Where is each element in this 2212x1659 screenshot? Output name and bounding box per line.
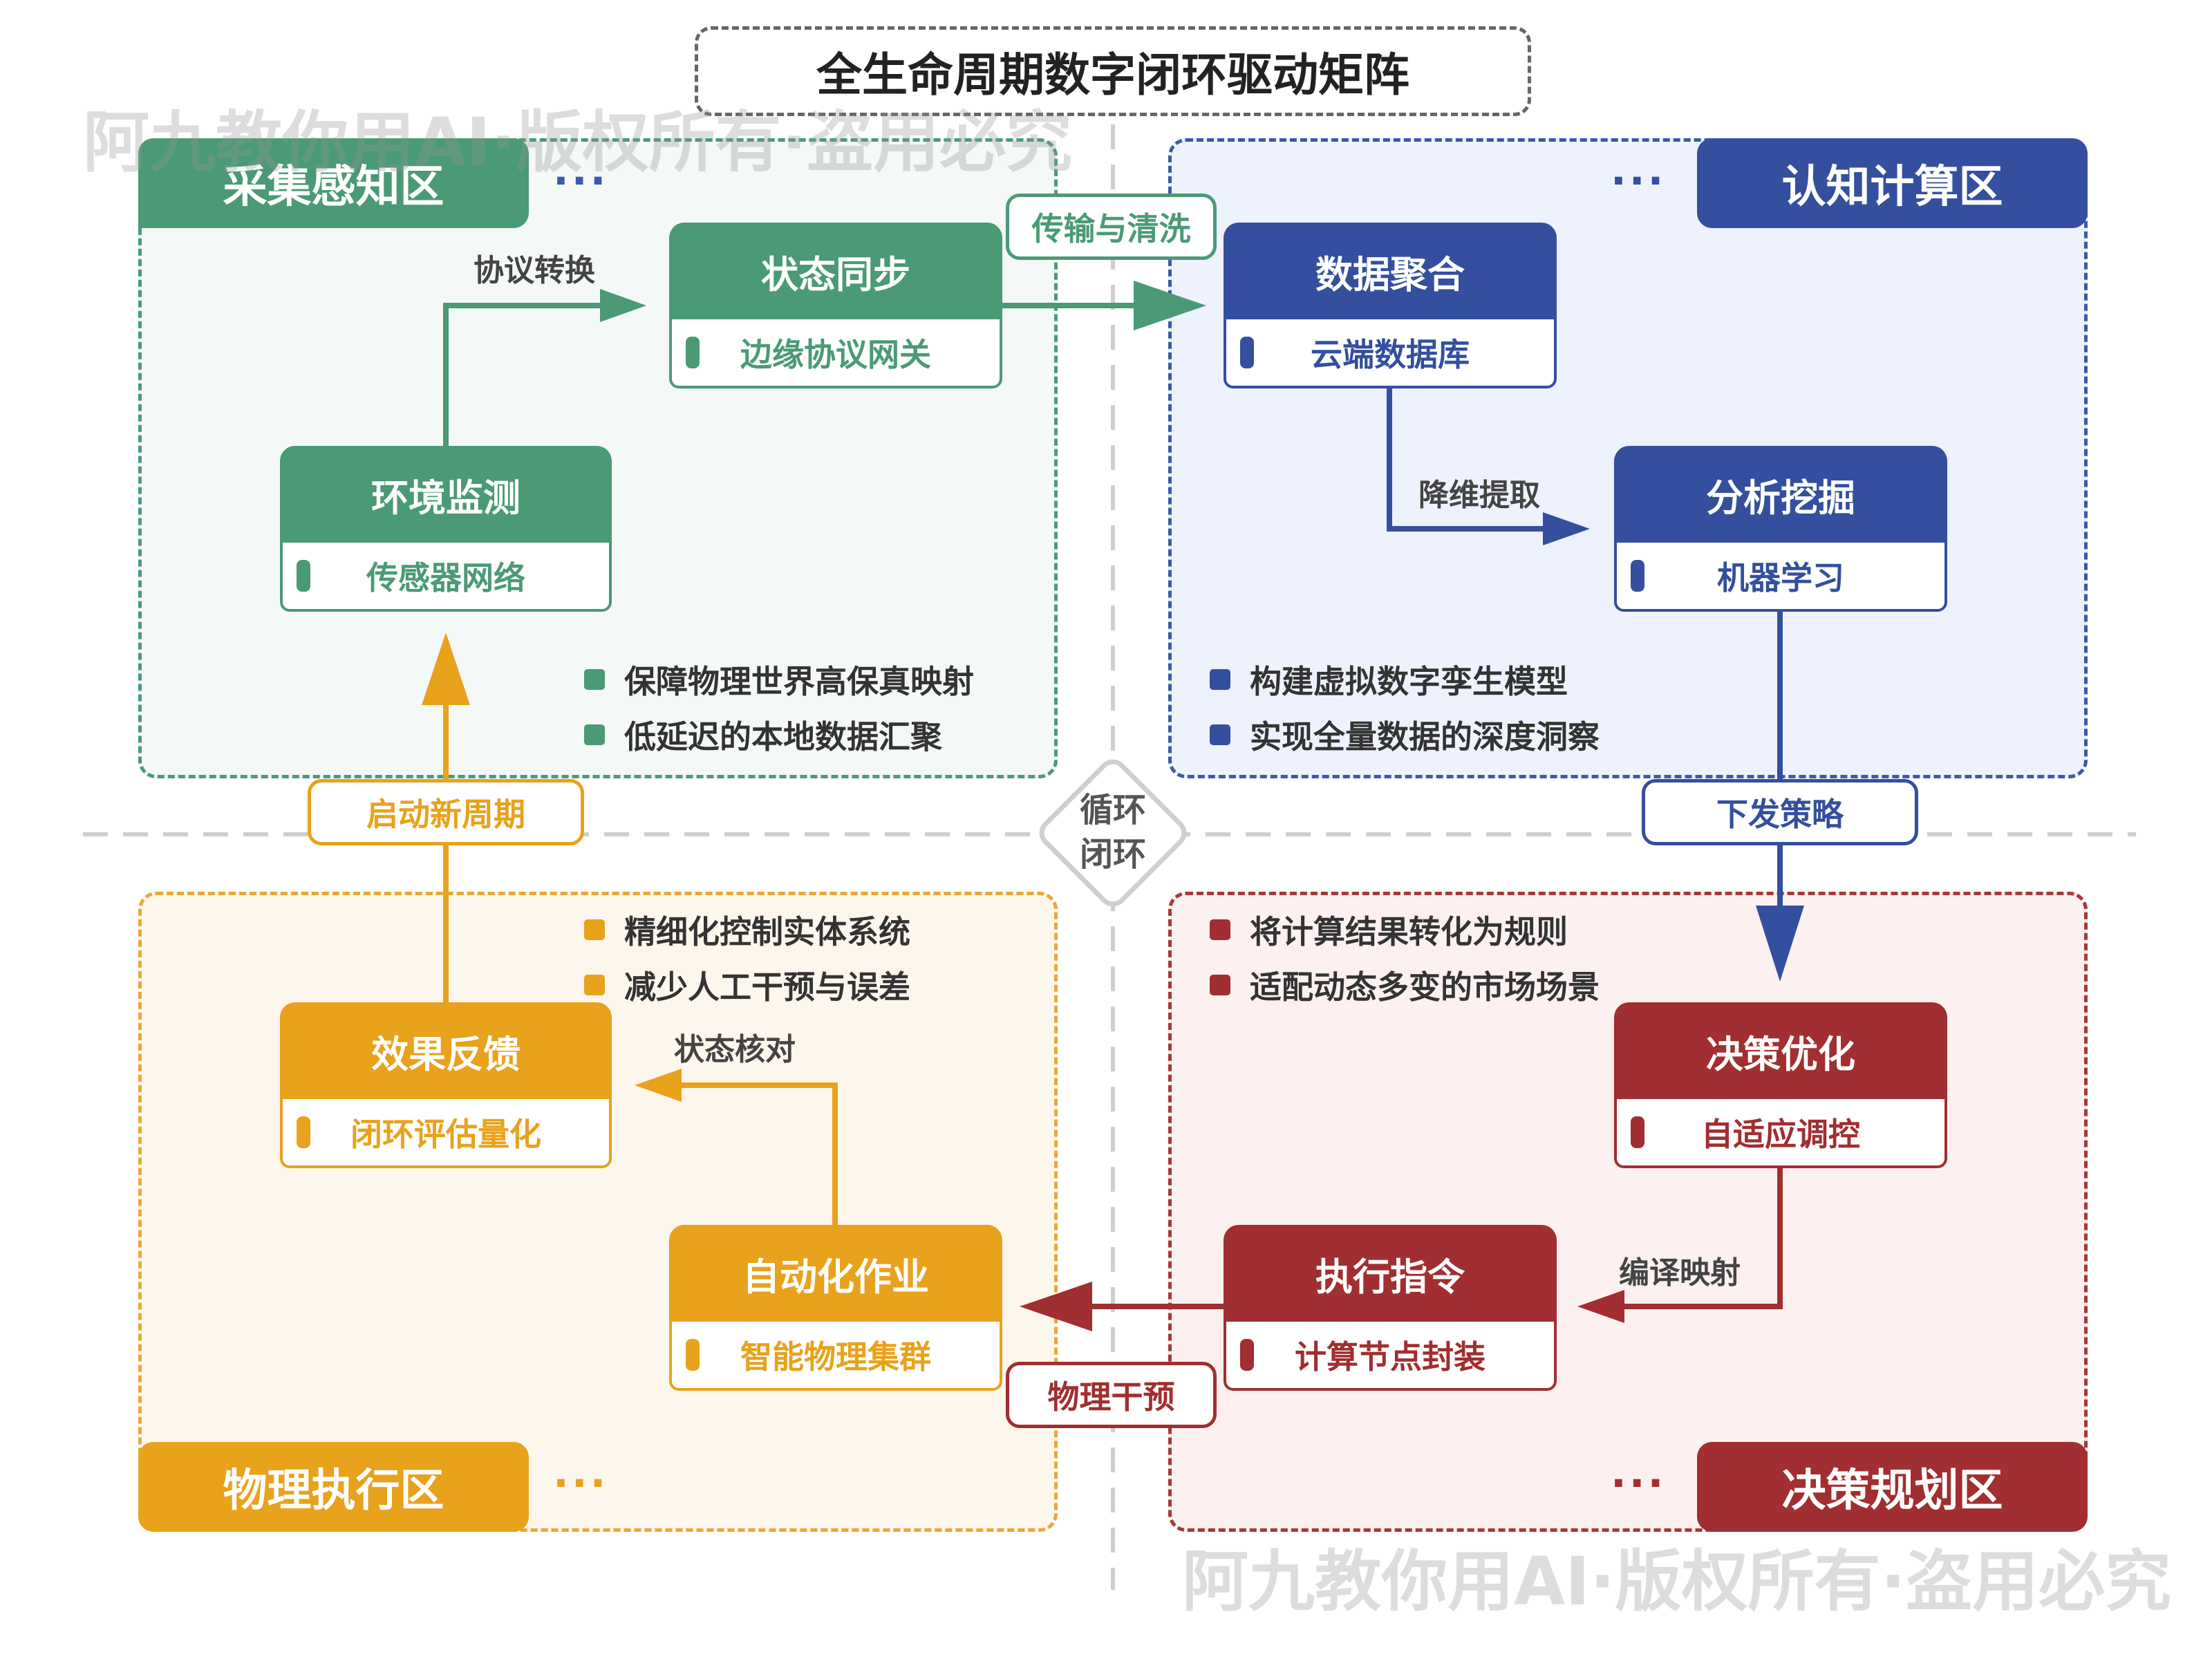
node-auto-ops-sub: 智能物理集群 — [669, 1322, 1002, 1391]
arrow-transfer-head — [1134, 281, 1206, 330]
bullet-decide-2: 适配动态多变的市场场景 — [1210, 962, 1600, 1008]
zone-dots-execute: ··· — [553, 1459, 609, 1508]
node-analysis: 分析挖掘 — [1614, 446, 1947, 543]
tag-tick — [1240, 337, 1254, 368]
watermark-bottom: 阿九教你用AI·版权所有·盗用必究 — [1182, 1543, 2171, 1620]
edge-label-protocol: 协议转换 — [474, 253, 595, 288]
edge-label-state-check: 状态核对 — [674, 1032, 796, 1067]
arrow-reduce — [1387, 387, 1559, 532]
arrow-intervene-head — [1020, 1282, 1092, 1331]
arrow-state-check-head — [635, 1069, 682, 1102]
node-analysis-sub: 机器学习 — [1614, 543, 1947, 612]
arrow-reduce-head — [1543, 512, 1590, 545]
zone-dots-compute: ··· — [1611, 157, 1667, 205]
bridge-restart: 启动新周期 — [308, 779, 584, 845]
node-decision-opt-sub-label: 自适应调控 — [1701, 1116, 1860, 1153]
arrow-state-check — [667, 1082, 838, 1227]
node-analysis-sub-label: 机器学习 — [1717, 559, 1844, 597]
center-diamond — [1039, 759, 1187, 907]
node-state-sync: 状态同步 — [669, 223, 1002, 319]
bullet-text: 实现全量数据的深度洞察 — [1250, 718, 1600, 756]
zone-decide — [1168, 892, 2088, 1532]
node-state-sync-sub: 边缘协议网关 — [669, 319, 1002, 388]
bullet-sense-2: 低延迟的本地数据汇聚 — [584, 712, 942, 758]
node-exec-cmd: 执行指令 — [1224, 1225, 1557, 1322]
bullet-text: 精细化控制实体系统 — [624, 913, 910, 950]
zone-dots-sense: ··· — [553, 157, 609, 205]
zone-execute — [138, 892, 1058, 1532]
tag-tick — [1631, 560, 1644, 592]
bullet-compute-2: 实现全量数据的深度洞察 — [1210, 712, 1600, 758]
zone-label-decide: 决策规划区 — [1697, 1442, 2088, 1532]
bullet-text: 将计算结果转化为规则 — [1250, 913, 1568, 950]
node-decision-opt-sub: 自适应调控 — [1614, 1099, 1947, 1168]
page-title: 全生命周期数字闭环驱动矩阵 — [695, 26, 1531, 116]
bullet-compute-1: 构建虚拟数字孪生模型 — [1210, 657, 1568, 702]
bullet-marker — [584, 975, 605, 995]
node-feedback: 效果反馈 — [280, 1002, 612, 1099]
bullet-marker — [1210, 975, 1230, 995]
node-data-agg-sub-label: 云端数据库 — [1311, 336, 1470, 373]
arrow-restart-head — [422, 632, 470, 705]
node-auto-ops: 自动化作业 — [669, 1225, 1002, 1322]
center-line-1: 循环 — [1079, 791, 1146, 830]
bullet-execute-1: 精细化控制实体系统 — [584, 907, 910, 953]
node-env-monitor: 环境监测 — [280, 446, 612, 543]
bullet-text: 减少人工干预与误差 — [624, 968, 910, 1006]
center-label: 循环 闭环 — [1058, 788, 1168, 877]
bridge-transfer: 传输与清洗 — [1006, 194, 1217, 260]
node-state-sync-sub-label: 边缘协议网关 — [740, 336, 931, 373]
node-data-agg-sub: 云端数据库 — [1224, 319, 1557, 388]
node-exec-cmd-sub-label: 计算节点封装 — [1295, 1338, 1485, 1376]
bullet-marker — [584, 724, 605, 745]
node-feedback-sub-label: 闭环评估量化 — [350, 1116, 541, 1153]
tag-tick — [1631, 1116, 1644, 1148]
bullet-text: 构建虚拟数字孪生模型 — [1250, 663, 1568, 700]
center-line-2: 闭环 — [1079, 835, 1146, 874]
arrow-dispatch-head — [1756, 906, 1804, 982]
tag-tick — [686, 337, 700, 368]
node-auto-ops-sub-label: 智能物理集群 — [740, 1338, 931, 1376]
bridge-dispatch: 下发策略 — [1642, 779, 1918, 845]
watermark-top: 阿九教你用AI·版权所有·盗用必究 — [83, 104, 1072, 181]
bullet-text: 保障物理世界高保真映射 — [624, 663, 974, 700]
tag-tick — [686, 1339, 700, 1371]
node-feedback-sub: 闭环评估量化 — [280, 1099, 612, 1168]
tag-tick — [297, 560, 310, 592]
bridge-intervene: 物理干预 — [1006, 1362, 1217, 1428]
tag-tick — [1240, 1339, 1254, 1371]
bullet-text: 适配动态多变的市场场景 — [1250, 968, 1600, 1006]
edge-label-reduce: 降维提取 — [1418, 478, 1540, 513]
bullet-marker — [1210, 724, 1230, 745]
zone-label-execute: 物理执行区 — [138, 1442, 529, 1532]
bullet-marker — [1210, 669, 1230, 690]
bullet-text: 低延迟的本地数据汇聚 — [624, 718, 942, 756]
node-exec-cmd-sub: 计算节点封装 — [1224, 1322, 1557, 1391]
zone-label-compute: 认知计算区 — [1697, 138, 2088, 228]
node-env-monitor-sub-label: 传感器网络 — [366, 559, 525, 597]
bullet-marker — [584, 669, 605, 690]
node-env-monitor-sub: 传感器网络 — [280, 543, 612, 612]
arrow-protocol-head — [600, 289, 646, 322]
node-decision-opt: 决策优化 — [1614, 1002, 1947, 1099]
arrow-compile-head — [1577, 1290, 1624, 1323]
bullet-marker — [1210, 919, 1230, 940]
bullet-execute-2: 减少人工干预与误差 — [584, 962, 910, 1008]
zone-label-sense: 采集感知区 — [138, 138, 529, 228]
bullet-sense-1: 保障物理世界高保真映射 — [584, 657, 974, 702]
bullet-marker — [584, 919, 605, 940]
arrow-protocol — [443, 303, 622, 446]
bullet-decide-1: 将计算结果转化为规则 — [1210, 907, 1568, 953]
arrow-compile — [1611, 1168, 1783, 1309]
tag-tick — [297, 1116, 310, 1148]
node-data-agg: 数据聚合 — [1224, 223, 1557, 319]
edge-label-compile: 编译映射 — [1619, 1255, 1741, 1291]
zone-dots-decide: ··· — [1611, 1459, 1667, 1508]
